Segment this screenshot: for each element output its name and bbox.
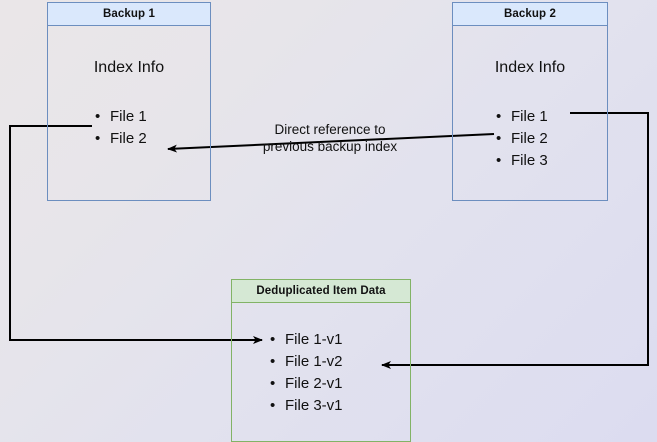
node-deduplicated-header: Deduplicated Item Data bbox=[232, 280, 410, 303]
list-item: File 2 bbox=[496, 128, 548, 150]
node-deduplicated-file-list: File 1-v1 File 1-v2 File 2-v1 File 3-v1 bbox=[270, 329, 343, 417]
node-backup-2-file-list: File 1 File 2 File 3 bbox=[496, 106, 548, 172]
list-item: File 2-v1 bbox=[270, 373, 343, 395]
node-backup-2-index-title: Index Info bbox=[494, 59, 566, 76]
list-item: File 1 bbox=[95, 106, 147, 128]
node-backup-2-body: Index Info File 1 File 2 File 3 bbox=[453, 26, 607, 200]
node-deduplicated-body: File 1-v1 File 1-v2 File 2-v1 File 3-v1 bbox=[232, 303, 410, 441]
node-backup-1: Backup 1 Index Info File 1 File 2 bbox=[47, 2, 211, 201]
list-item: File 3 bbox=[496, 150, 548, 172]
node-deduplicated-item-data: Deduplicated Item Data File 1-v1 File 1-… bbox=[231, 279, 411, 442]
list-item: File 1-v2 bbox=[270, 351, 343, 373]
list-item: File 1-v1 bbox=[270, 329, 343, 351]
list-item: File 1 bbox=[496, 106, 548, 128]
connector-caption: Direct reference to previous backup inde… bbox=[245, 121, 415, 155]
node-backup-1-body: Index Info File 1 File 2 bbox=[48, 26, 210, 200]
caption-line-1: Direct reference to bbox=[274, 122, 386, 137]
list-item: File 3-v1 bbox=[270, 395, 343, 417]
node-backup-2: Backup 2 Index Info File 1 File 2 File 3 bbox=[452, 2, 608, 201]
caption-line-2: previous backup index bbox=[262, 139, 398, 154]
node-backup-2-header: Backup 2 bbox=[453, 3, 607, 26]
node-backup-1-file-list: File 1 File 2 bbox=[95, 106, 147, 150]
node-backup-1-header: Backup 1 bbox=[48, 3, 210, 26]
node-backup-1-index-title: Index Info bbox=[93, 59, 165, 76]
list-item: File 2 bbox=[95, 128, 147, 150]
